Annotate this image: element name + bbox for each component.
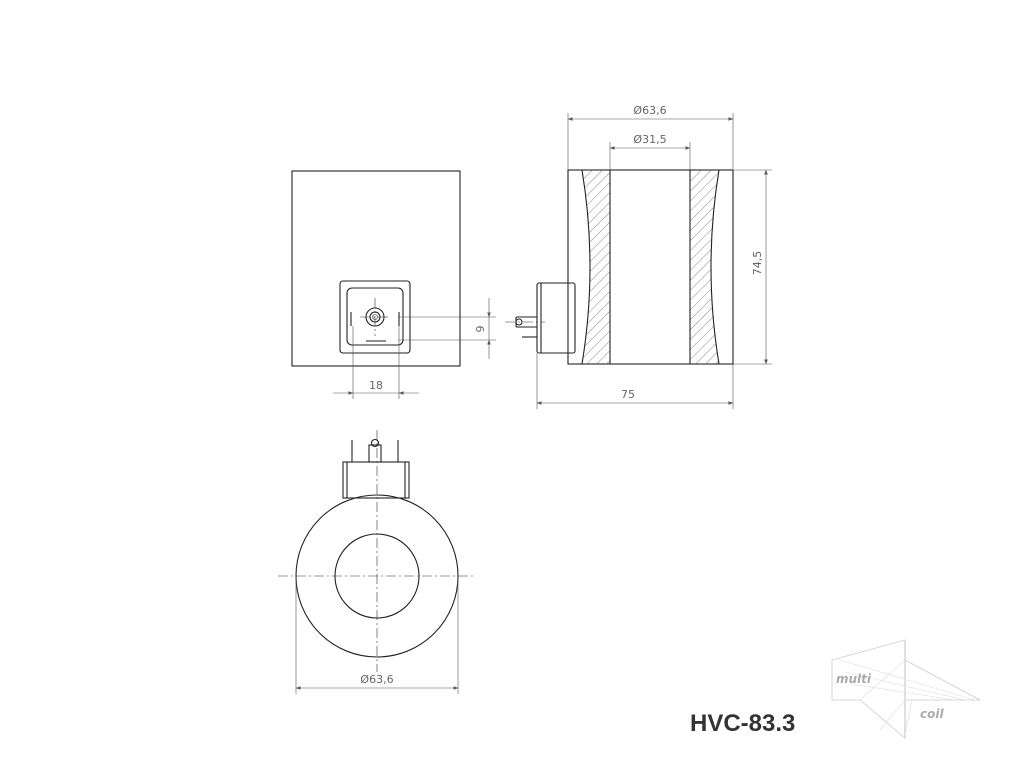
dim-18-label: 18 (369, 379, 383, 392)
dim-height-label: 74,5 (751, 251, 764, 276)
side-dim-length: 75 (536, 353, 734, 409)
front-dim-18: 18 (333, 326, 419, 399)
side-dim-height: 74,5 (733, 169, 772, 365)
top-dim-outer-diameter: Ø63,6 (295, 578, 459, 694)
side-coil-body (567, 169, 734, 365)
dim-outer-diameter-label: Ø63,6 (633, 104, 666, 117)
dim-9-label: 9 (474, 326, 487, 333)
front-dim-9: 9 (398, 298, 496, 359)
logo-line1: multi (836, 672, 872, 686)
side-connector (536, 282, 576, 354)
model-code: HVC-83.3 (690, 710, 795, 737)
front-view: 9 18 (291, 170, 496, 399)
top-view: Ø63,6 (278, 430, 476, 694)
top-connector (342, 438, 410, 499)
front-connector-inner (346, 287, 404, 346)
dim-inner-diameter-label: Ø31,5 (633, 133, 666, 146)
logo-line2: coil (920, 707, 944, 721)
dim-length-label: 75 (621, 388, 635, 401)
side-right-wall-hatch (690, 170, 719, 364)
top-dim-outer-diameter-label: Ø63,6 (360, 673, 393, 686)
side-section-view: Ø63,6 Ø31,5 74,5 75 (505, 104, 772, 409)
side-dim-outer-diameter: Ø63,6 (567, 104, 734, 170)
front-coil-body (291, 170, 461, 367)
multi-coil-logo: multi coil (831, 639, 981, 739)
side-dim-inner-diameter: Ø31,5 (609, 133, 691, 170)
side-left-wall-hatch (582, 170, 610, 364)
